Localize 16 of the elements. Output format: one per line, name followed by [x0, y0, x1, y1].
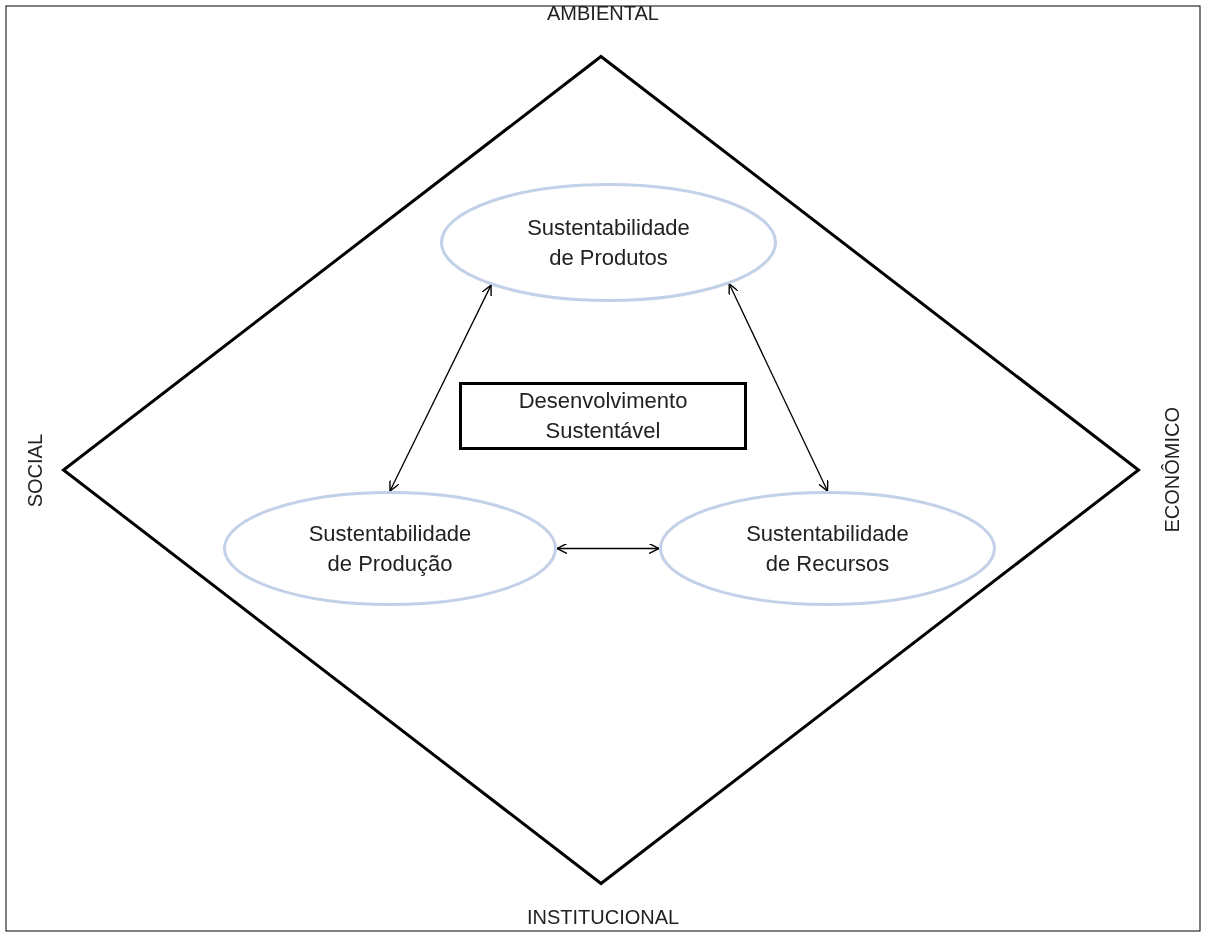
node-text: Sustentabilidade de Recursos	[745, 519, 910, 578]
double-arrow	[728, 283, 829, 492]
node-text: Sustentabilidade de Produção	[307, 519, 473, 578]
double-arrow	[556, 542, 660, 555]
dimension-label: INSTITUCIONAL	[527, 906, 680, 929]
node-text: Sustentabilidade de Produtos	[526, 213, 691, 272]
dimension-label: AMBIENTAL	[547, 2, 659, 25]
diamond-shape	[62, 55, 1140, 885]
dimension-label: ECONÔMICO	[1160, 407, 1184, 533]
dimension-label: SOCIAL	[23, 433, 47, 507]
node-text: Desenvolvimento Sustentável	[517, 387, 689, 445]
rectangle-node	[459, 382, 747, 450]
oval-node	[659, 491, 996, 606]
double-arrow	[389, 284, 492, 492]
oval-node	[223, 491, 557, 606]
oval-node	[440, 183, 777, 302]
